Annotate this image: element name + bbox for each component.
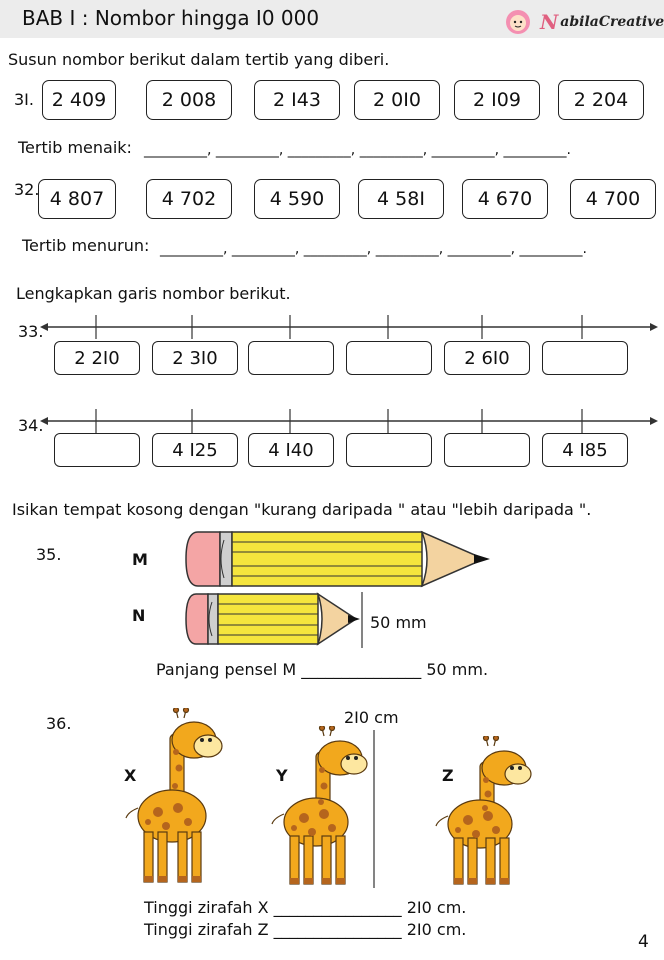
giraffe-x-label: X: [124, 766, 137, 785]
number-box: 4 670: [462, 179, 548, 219]
q36-sentence-x: Tinggi zirafah X ________________ 2I0 cm…: [144, 898, 466, 917]
giraffe-z-label: Z: [442, 766, 454, 785]
q36-x-end: 2I0 cm.: [406, 898, 467, 917]
number-line-box[interactable]: [346, 433, 432, 467]
q31-answer-blanks[interactable]: _________, _________, _________, _______…: [144, 142, 571, 158]
q34-number: 34.: [18, 416, 44, 435]
brand-face-icon: [506, 10, 530, 34]
number-box: 2 I09: [454, 80, 540, 120]
q36-x-answer-blank[interactable]: ________________: [273, 898, 402, 917]
q36-z-answer-blank[interactable]: ________________: [273, 920, 402, 939]
number-line-box: 2 3I0: [152, 341, 238, 375]
q36-x-start: Tinggi zirafah X: [144, 898, 269, 917]
number-box: 4 590: [254, 179, 340, 219]
q35-sentence: Panjang pensel M _______________ 50 mm.: [156, 660, 488, 679]
number-box: 2 I43: [254, 80, 340, 120]
q32-answer-blanks[interactable]: _________, _________, _________, _______…: [160, 241, 587, 257]
brand-name: abilaCreative: [560, 14, 664, 30]
number-line-box: 4 I40: [248, 433, 334, 467]
q36-z-end: 2I0 cm.: [406, 920, 467, 939]
q35-sentence-end: 50 mm.: [426, 660, 489, 679]
q33-number-line: [40, 315, 658, 339]
q36-z-start: Tinggi zirafah Z: [144, 920, 269, 939]
number-line-box[interactable]: [444, 433, 530, 467]
q32-order-label: Tertib menurun:: [22, 236, 150, 255]
q36-number: 36.: [46, 714, 72, 733]
page-number: 4: [638, 932, 649, 952]
chapter-title: BAB I : Nombor hingga I0 000: [22, 6, 320, 30]
number-box: 4 807: [38, 179, 116, 219]
pencil-m-icon: [185, 530, 490, 588]
q31-number: 3I.: [14, 90, 34, 109]
number-line-box[interactable]: [248, 341, 334, 375]
q36-sentence-z: Tinggi zirafah Z ________________ 2I0 cm…: [144, 920, 466, 939]
brand-letter: N: [540, 10, 559, 34]
q34-number-line: [40, 409, 658, 433]
number-box: 2 409: [42, 80, 116, 120]
number-box: 4 700: [570, 179, 656, 219]
height-measure: 2I0 cm: [344, 708, 399, 727]
number-line-box: 2 6I0: [444, 341, 530, 375]
giraffe-y-label: Y: [276, 766, 288, 785]
height-reference-line: [373, 730, 375, 888]
pencil-n-measure: 50 mm: [370, 613, 427, 632]
giraffe-z-icon: [435, 736, 532, 885]
instruction-numberline: Lengkapkan garis nombor berikut.: [16, 284, 291, 303]
number-line-box[interactable]: [542, 341, 628, 375]
instruction-order: Susun nombor berikut dalam tertib yang d…: [8, 50, 390, 69]
number-box: 2 204: [558, 80, 644, 120]
number-box: 2 0I0: [354, 80, 440, 120]
q35-number: 35.: [36, 545, 62, 564]
pencil-m-label: M: [132, 550, 148, 569]
number-line-box[interactable]: [346, 341, 432, 375]
q35-answer-blank[interactable]: _______________: [301, 660, 422, 679]
number-line-box: 4 I25: [152, 433, 238, 467]
number-box: 4 58I: [358, 179, 444, 219]
number-line-box: 4 I85: [542, 433, 628, 467]
number-box: 4 702: [146, 179, 232, 219]
q35-sentence-start: Panjang pensel M: [156, 660, 297, 679]
q31-order-label: Tertib menaik:: [18, 138, 132, 157]
header-bar: [0, 0, 664, 38]
pencil-n-icon: [185, 592, 363, 648]
number-line-box: 2 2I0: [54, 341, 140, 375]
number-line-box[interactable]: [54, 433, 140, 467]
q33-number: 33.: [18, 322, 44, 341]
giraffe-x-icon: [125, 708, 223, 883]
pencil-n-label: N: [132, 606, 146, 625]
giraffe-y-icon: [271, 726, 368, 885]
number-box: 2 008: [146, 80, 232, 120]
q32-number: 32.: [14, 180, 40, 199]
instruction-compare: Isikan tempat kosong dengan "kurang dari…: [12, 500, 592, 519]
